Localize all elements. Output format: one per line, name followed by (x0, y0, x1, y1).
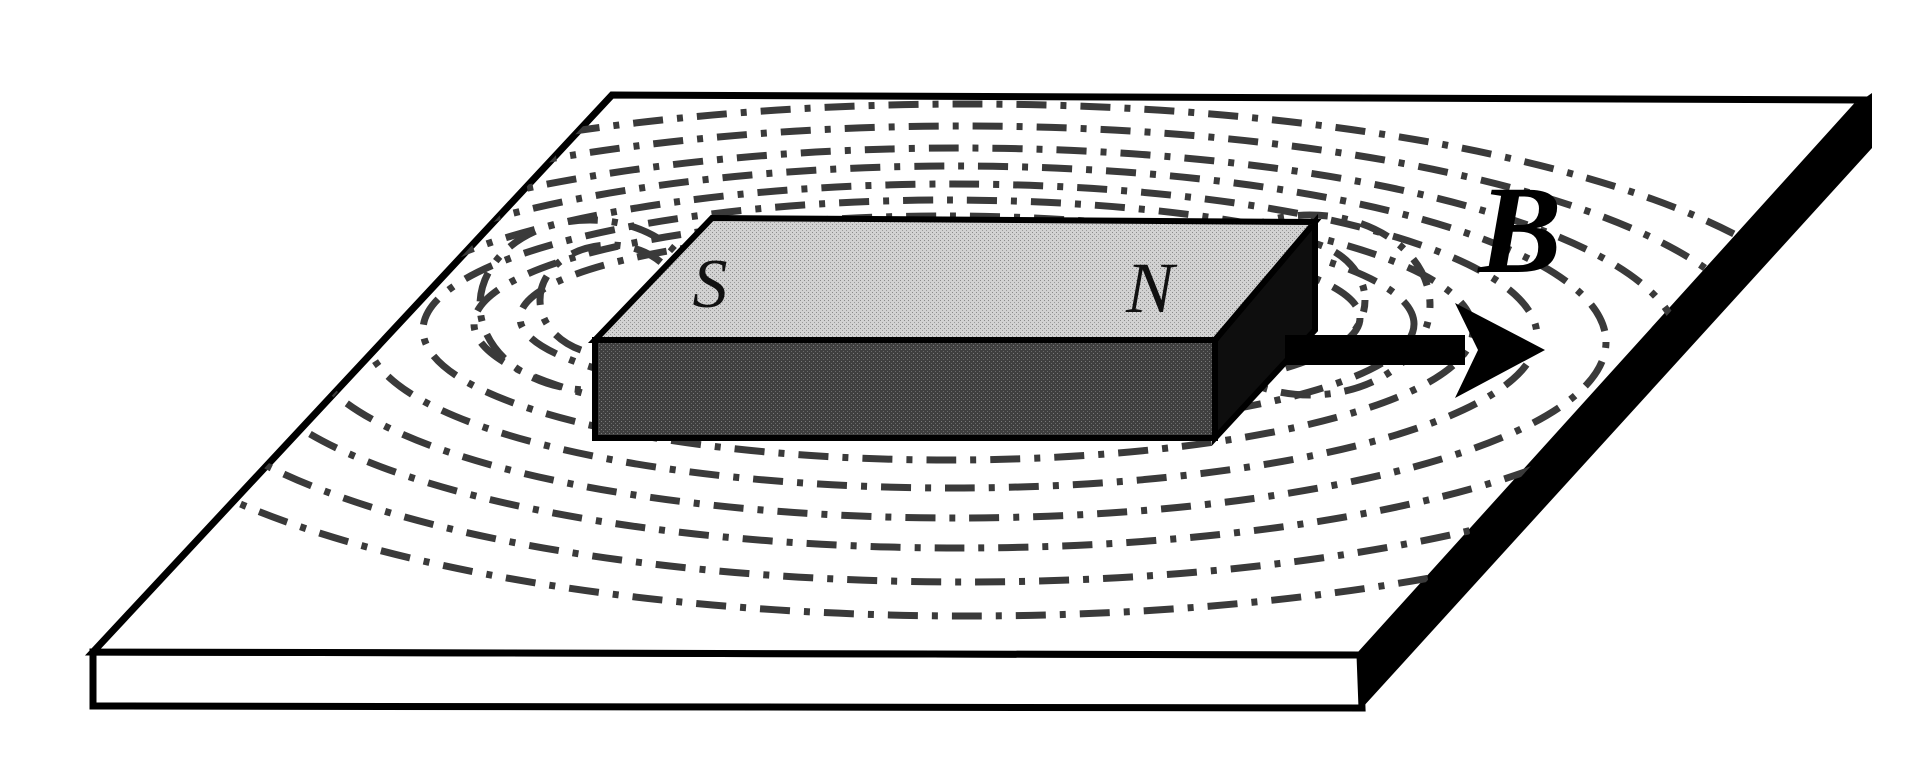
field-line-pole (1186, 211, 1434, 399)
bar-magnet: S N (587, 213, 1322, 446)
magnet-front-face (592, 337, 1218, 441)
north-pole-label: N (1125, 248, 1178, 328)
field-line (302, 162, 1610, 522)
plate-front-edge (89, 648, 1366, 712)
magnet-top-face (587, 214, 1322, 343)
arrow-shaft (1285, 335, 1465, 365)
plate-right-side (1360, 93, 1872, 708)
arrow-head (1455, 303, 1545, 398)
field-vector-arrow: B (1285, 162, 1562, 398)
field-line (470, 212, 1418, 436)
south-pole-label: S (693, 246, 728, 323)
field-vector-label: B (1476, 162, 1561, 300)
